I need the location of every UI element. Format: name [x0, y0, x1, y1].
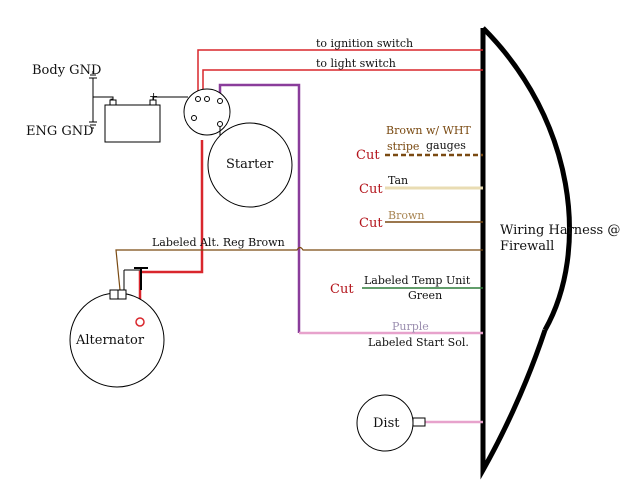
solenoid-terminal-1	[195, 96, 201, 102]
cut-tan-label: Cut	[359, 182, 383, 197]
brown-label: Brown	[388, 209, 424, 222]
cut-gauges-label: Cut	[356, 148, 380, 163]
harness-outline	[480, 26, 572, 480]
gauges-label: gauges	[426, 139, 466, 152]
alternator-bat-terminal	[135, 317, 145, 327]
ignition-label: to ignition switch	[316, 37, 413, 50]
light-switch-label: to light switch	[316, 57, 396, 70]
starter	[207, 122, 293, 208]
alternator-feed-wire	[138, 140, 204, 322]
dist-terminal	[412, 417, 426, 427]
starter-label: Starter	[226, 157, 274, 172]
solenoid-terminal-2	[204, 96, 210, 102]
solenoid-terminal-3	[217, 98, 223, 104]
eng-gnd-symbol	[89, 121, 97, 129]
body-gnd-symbol	[89, 71, 97, 79]
alt-reg-label: Labeled Alt. Reg Brown	[152, 236, 285, 249]
brown-wht-label-1: Brown w/ WHT	[386, 124, 471, 137]
harness-label-2: Firewall	[500, 239, 554, 254]
eng-gnd-label: ENG GND	[26, 124, 94, 139]
battery	[104, 104, 161, 143]
cut-temp-label: Cut	[330, 282, 354, 297]
purple-label: Purple	[392, 320, 429, 333]
body-gnd-wire	[92, 78, 114, 100]
harness-label-1: Wiring Harness @	[500, 223, 620, 238]
solenoid	[183, 88, 231, 136]
alt-reg-brown-wire	[115, 246, 483, 291]
battery-neg-label: -	[110, 92, 114, 105]
dist-label: Dist	[373, 416, 400, 431]
alternator-label: Alternator	[75, 333, 145, 348]
solenoid-terminal-4	[191, 115, 197, 121]
ignition-wire	[197, 49, 483, 97]
solenoid-terminal-5	[217, 121, 223, 127]
tan-label: Tan	[388, 174, 408, 187]
cut-brown-label: Cut	[359, 216, 383, 231]
brown-wht-label-2: stripe	[387, 140, 419, 153]
starter-solenoid-wire	[218, 83, 301, 333]
body-gnd-label: Body GND	[32, 63, 101, 78]
temp-unit-label-1: Labeled Temp Unit	[364, 274, 471, 287]
light-switch-wire	[202, 69, 483, 97]
start-sol-label: Labeled Start Sol.	[368, 336, 469, 349]
temp-unit-label-2: Green	[408, 289, 442, 302]
